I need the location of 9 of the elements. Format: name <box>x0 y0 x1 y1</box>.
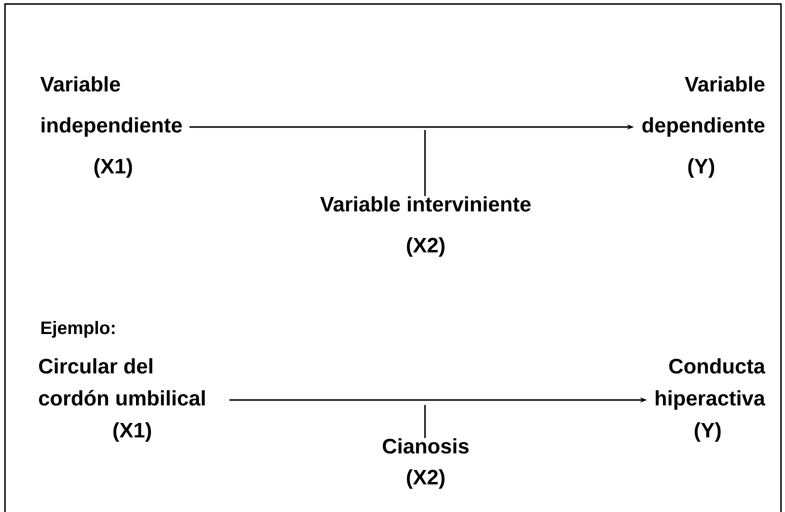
variable-text: Conducta hiperactiva (Y) <box>656 358 766 442</box>
variable-text: Cianosis (X2) <box>382 438 469 489</box>
variable-text: Circular del cordón umbilical (X1) <box>39 358 205 442</box>
variable-text: Variable interviniente (X2) <box>320 196 531 257</box>
section-label: Ejemplo: <box>41 320 114 338</box>
variable-text: Variable dependiente (Y) <box>642 76 764 178</box>
variable-text: Variable independiente (X1) <box>40 76 182 178</box>
connector-line <box>424 130 426 196</box>
connector-line <box>424 405 426 438</box>
